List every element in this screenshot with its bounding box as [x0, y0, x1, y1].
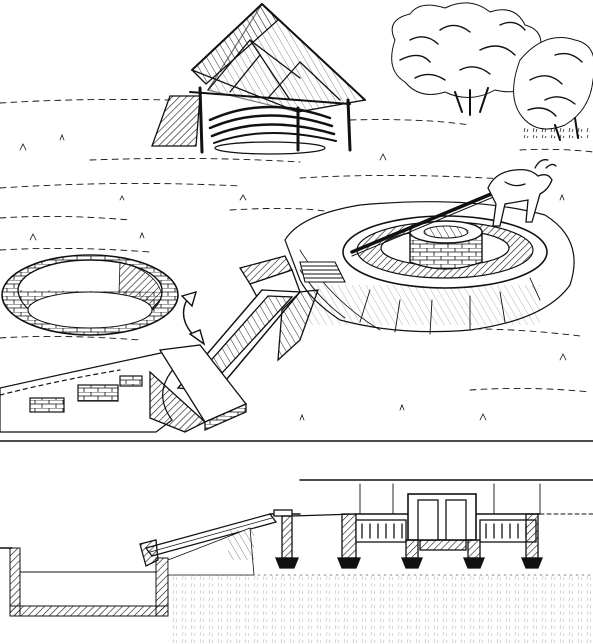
ox — [487, 159, 557, 227]
top-scene — [0, 2, 593, 433]
section-chute — [139, 509, 301, 576]
brick-patches — [29, 375, 143, 413]
tree-cluster — [391, 2, 593, 141]
ground-section — [168, 575, 593, 644]
section-mill-platform — [291, 479, 593, 569]
ground-lines — [0, 98, 593, 393]
pug-mill-mound — [284, 180, 575, 335]
section-settling-pit — [0, 547, 169, 617]
bidirectional-arrow-icon — [180, 290, 206, 346]
drying-shed — [151, 2, 367, 155]
inclined-chute — [149, 255, 319, 433]
grass-tufts — [19, 133, 567, 421]
circular-settling-pit — [1, 254, 179, 336]
mound-steps — [299, 261, 346, 283]
cross-section — [0, 479, 593, 644]
